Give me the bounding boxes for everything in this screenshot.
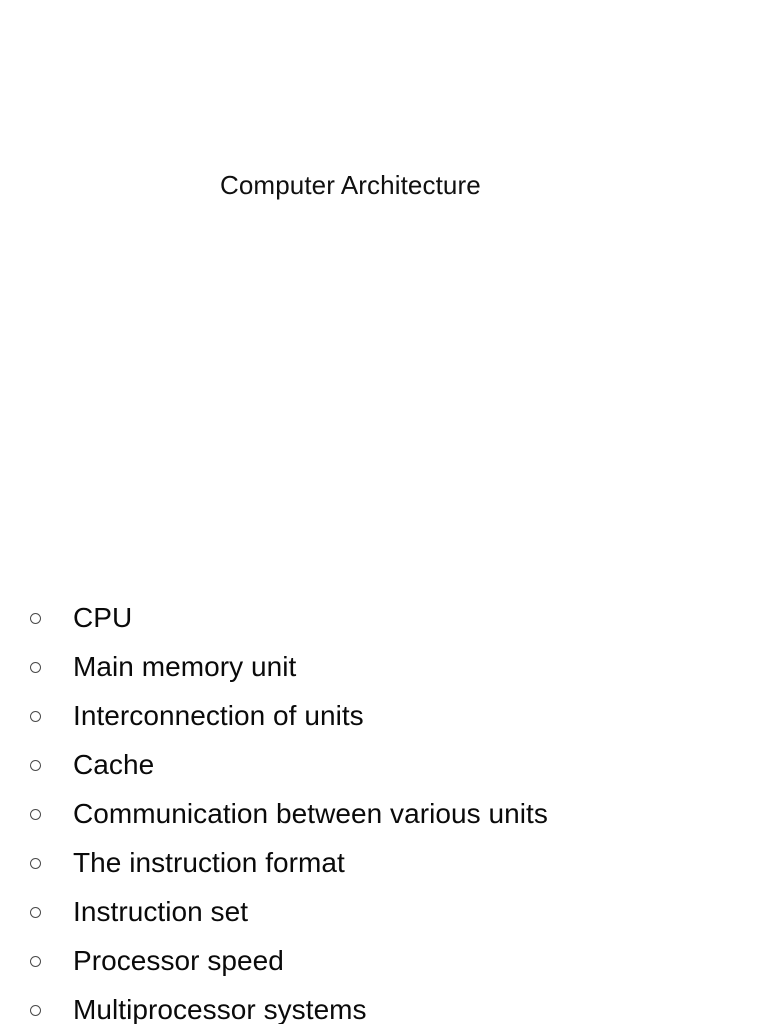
- circle-bullet-icon: [30, 662, 41, 673]
- circle-bullet-icon: [30, 956, 41, 967]
- list-item: Instruction set: [0, 892, 768, 941]
- list-item: Processor speed: [0, 941, 768, 990]
- list-item: Interconnection of units: [0, 696, 768, 745]
- list-item-label: Interconnection of units: [73, 700, 364, 731]
- circle-bullet-icon: [30, 760, 41, 771]
- page-title: Computer Architecture: [220, 170, 481, 200]
- list-item: Main memory unit: [0, 647, 768, 696]
- list-item-label: Communication between various units: [73, 798, 548, 829]
- bullet-list: CPU Main memory unit Interconnection of …: [0, 598, 768, 1024]
- list-item-label: Cache: [73, 749, 155, 780]
- list-item-label: The instruction format: [73, 847, 345, 878]
- list-item-label: Main memory unit: [73, 651, 297, 682]
- circle-bullet-icon: [30, 907, 41, 918]
- circle-bullet-icon: [30, 809, 41, 820]
- circle-bullet-icon: [30, 1005, 41, 1016]
- list-item-label: Instruction set: [73, 896, 249, 927]
- circle-bullet-icon: [30, 858, 41, 869]
- list-item: CPU: [0, 598, 768, 647]
- list-item-label: Processor speed: [73, 945, 284, 976]
- list-item-label: CPU: [73, 602, 133, 633]
- circle-bullet-icon: [30, 613, 41, 624]
- list-item: Communication between various units: [0, 794, 768, 843]
- list-item: Cache: [0, 745, 768, 794]
- circle-bullet-icon: [30, 711, 41, 722]
- list-item: Multiprocessor systems: [0, 990, 768, 1024]
- list-item-label: Multiprocessor systems: [73, 994, 367, 1024]
- list-item: The instruction format: [0, 843, 768, 892]
